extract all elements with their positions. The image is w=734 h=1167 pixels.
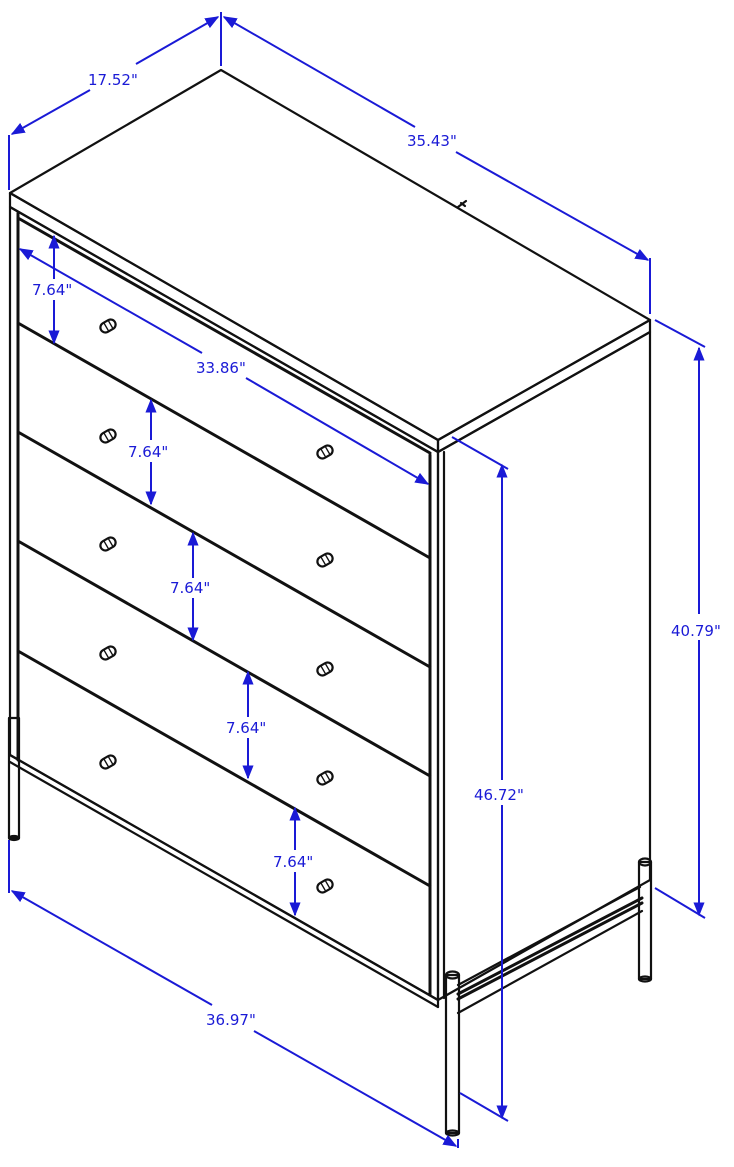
dim-top-width: 35.43" bbox=[222, 16, 651, 314]
knob-icon bbox=[316, 552, 334, 568]
knob-icon bbox=[99, 754, 117, 770]
knob-icon bbox=[99, 428, 117, 444]
dim-top-width-label: 35.43" bbox=[407, 132, 457, 150]
top-front-edge bbox=[8, 191, 440, 454]
knob-icon bbox=[316, 661, 334, 677]
dim-depth: 17.52" bbox=[8, 12, 222, 190]
dim-drawer-height-label: 7.64" bbox=[32, 281, 72, 299]
front-panel bbox=[8, 205, 440, 1002]
dim-base-width-label: 36.97" bbox=[206, 1011, 256, 1029]
dresser-body bbox=[7, 68, 653, 1137]
top-hardware-icon bbox=[456, 199, 468, 209]
dim-drawer-height-label: 7.64" bbox=[170, 579, 210, 597]
dim-overall-height: 46.72" bbox=[451, 436, 524, 1122]
dim-drawer-height-3: 7.64" bbox=[170, 531, 210, 642]
legs bbox=[7, 716, 653, 1137]
leg-back-right bbox=[637, 857, 653, 983]
bottom-plinth bbox=[8, 753, 440, 1009]
dim-drawer-height-label: 7.64" bbox=[128, 443, 168, 461]
leg-front-left bbox=[7, 716, 21, 842]
dim-base-width: 36.97" bbox=[8, 840, 459, 1148]
drawer-knobs bbox=[99, 318, 334, 894]
dim-drawer-front-width-label: 33.86" bbox=[196, 359, 246, 377]
top-side-edge bbox=[436, 318, 652, 454]
drawer-dividers bbox=[16, 216, 432, 888]
dim-overall-height-label: 46.72" bbox=[474, 786, 524, 804]
knob-icon bbox=[99, 536, 117, 552]
dim-drawer-height-2: 7.64" bbox=[128, 398, 168, 506]
side-stretcher-rail bbox=[456, 885, 644, 1015]
top-surface bbox=[8, 68, 652, 442]
knob-icon bbox=[316, 878, 334, 894]
knob-icon bbox=[316, 444, 334, 460]
dim-drawer-height-5: 7.64" bbox=[273, 806, 313, 917]
dim-drawer-height-4: 7.64" bbox=[226, 670, 266, 780]
dim-body-height: 40.79" bbox=[654, 319, 721, 919]
knob-icon bbox=[99, 318, 117, 334]
dim-depth-label: 17.52" bbox=[88, 71, 138, 89]
dimension-annotations: 17.52" 35.43" 33.86" 7.64" 7.64" bbox=[8, 12, 721, 1148]
dim-body-height-label: 40.79" bbox=[671, 622, 721, 640]
dim-drawer-front-width: 33.86" bbox=[18, 248, 430, 485]
dim-drawer-height-label: 7.64" bbox=[273, 853, 313, 871]
leg-front-right bbox=[444, 970, 461, 1137]
knob-icon bbox=[99, 645, 117, 661]
dim-drawer-height-1: 7.64" bbox=[32, 234, 72, 345]
knob-icon bbox=[316, 770, 334, 786]
dim-drawer-height-label: 7.64" bbox=[226, 719, 266, 737]
